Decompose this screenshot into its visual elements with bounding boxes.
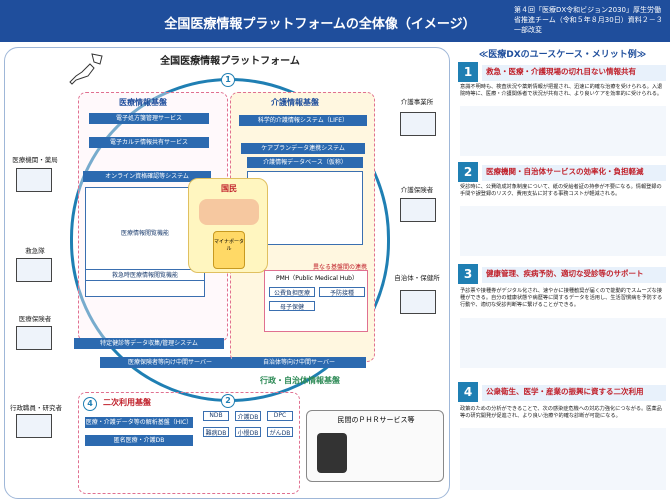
header-bar: 全国医療情報プラットフォームの全体像（イメージ） 第４回「医療DX令和ビジョン2…: [0, 0, 670, 42]
usecase-3-header: 3 健康管理、疾病予防、適切な受診等のサポート: [458, 264, 666, 284]
life-box: 科学的介護情報システム（LIFE）: [239, 115, 367, 126]
checkup-system-box: 特定健診等データ収集/管理システム: [74, 338, 224, 349]
right-label-care-office: 介護事業所: [400, 98, 434, 106]
anonymous-db-box: 匿名医療・介護DB: [85, 435, 193, 446]
usecase-4-title: 公衆衛生、医学・産業の振興に資する二次利用: [482, 385, 666, 401]
usecase-3-title: 健康管理、疾病予防、適切な受診等のサポート: [482, 267, 666, 283]
left-label-insurer: 医療保険者: [18, 315, 52, 323]
db-tag-kaigo: 介護DB: [235, 411, 261, 421]
db-tag-nanbyo: 難病DB: [203, 427, 229, 437]
platform-title: 全国医療情報プラットフォーム: [160, 56, 300, 67]
right-label-municipality: 自治体・保健所: [394, 274, 440, 282]
citizens-label: 国民: [221, 184, 237, 193]
platform-frame: [4, 47, 450, 499]
hic-box: 医療・介護データ等の解析基盤（HIC）: [85, 417, 193, 428]
left-label-research: 行政職員・研究者: [10, 404, 62, 412]
usecase-1-number: 1: [458, 62, 478, 82]
marker-1: 1: [221, 73, 235, 87]
researcher-icon: [16, 414, 52, 438]
online-qualification-box: オンライン資格確認等システム: [83, 171, 211, 182]
insurer-server-box: 医療保険者等向け中間サーバー: [100, 357, 240, 368]
ambulance-icon: [16, 258, 52, 282]
smartphone-icon: [317, 433, 347, 473]
emergency-view-box: 救急時医療情報閲覧機能: [85, 269, 205, 281]
marker-2: 2: [221, 394, 235, 408]
usecase-2-number: 2: [458, 162, 478, 182]
japan-map-icon: [69, 53, 103, 85]
care-office-icon: [400, 112, 436, 136]
mynaportal-icon: マイナポータル: [213, 231, 245, 269]
usecase-2-illustration: [460, 206, 666, 256]
careplan-box: ケアプランデータ連携システム: [241, 143, 365, 154]
secondary-use-block: 4 二次利用基盤 医療・介護データ等の解析基盤（HIC） 匿名医療・介護DB N…: [78, 392, 300, 494]
right-label-care-insurer: 介護保険者: [400, 186, 434, 194]
db-tag-gan: がんDB: [267, 427, 293, 437]
usecase-2-title: 医療機関・自治体サービスの効率化・負担軽減: [482, 165, 666, 181]
info-view-label: 医療情報閲覧機能: [120, 230, 169, 237]
pmh-item-2: 予防接種: [319, 287, 365, 297]
db-tag-dpc: DPC: [267, 411, 293, 421]
eprescription-box: 電子処方箋管理サービス: [89, 113, 209, 124]
usecase-1-header: 1 救急・医療・介護現場の切れ目ない情報共有: [458, 62, 666, 82]
pmh-label: PMH（Public Medical Hub）: [276, 275, 358, 282]
phr-service-label: 民間のＰＨＲサービス等: [337, 416, 415, 424]
ekarte-box: 電子カルテ情報共有サービス: [89, 137, 209, 148]
care-db-box: 介護情報データベース（仮称）: [247, 157, 363, 168]
usecase-3-illustration: [460, 318, 666, 368]
phr-service-box: 民間のＰＨＲサービス等: [306, 410, 444, 482]
secondary-section-title: 二次利用基盤: [103, 398, 151, 407]
medical-section-title: 医療情報基盤: [119, 98, 167, 107]
page-title: 全国医療情報プラットフォームの全体像（イメージ）: [164, 17, 476, 32]
usecase-1-illustration: [460, 106, 666, 156]
pmh-box: PMH（Public Medical Hub） 公費負担医療 予防接種 母子保健: [264, 270, 368, 332]
admin-section-title: 行政・自治体情報基盤: [260, 376, 340, 385]
usecase-1-text: 意識不明時も、検査状況や薬剤情報が把握され、迅速に的確な治療を受けられる。入退院…: [460, 84, 663, 97]
usecase-4-text: 政策のための分析ができることで、次の感染症危機への対応力強化につながる。医薬品等…: [460, 406, 662, 419]
pmh-item-1: 公費負担医療: [269, 287, 315, 297]
source-note: 第４回「医療DX令和ビジョン2030」厚生労働省推進チーム（令和５年８月30日）…: [514, 6, 663, 34]
db-tag-shoman: 小慢DB: [235, 427, 261, 437]
care-section-title: 介護情報基盤: [271, 98, 319, 107]
usecase-3-text: 予診票や接種券がデジタル化され、速やかに接種勧奨が届くので能動的でスムーズな接種…: [460, 288, 663, 308]
left-label-hospital: 医療機関・薬局: [12, 156, 58, 164]
marker-4: 4: [83, 397, 97, 411]
people-icon: [199, 199, 259, 225]
usecase-4-header: 4 公衆衛生、医学・産業の振興に資する二次利用: [458, 382, 666, 402]
hospital-icon: [16, 168, 52, 192]
admin-server-box: 自治体等向け中間サーバー: [232, 357, 366, 368]
left-label-ems: 救急隊: [25, 247, 45, 255]
db-tag-ndb: NDB: [203, 411, 229, 421]
usecase-2-header: 2 医療機関・自治体サービスの効率化・負担軽減: [458, 162, 666, 182]
citizens-box: 国民 マイナポータル: [188, 178, 268, 273]
care-insurer-icon: [400, 198, 436, 222]
pmh-item-3: 母子保健: [269, 301, 315, 311]
usecase-4-illustration: [460, 428, 666, 490]
usecase-2-text: 受診時に、公費助成対象制度について、紙の受給者証の持参が不要になる。情報登録の手…: [460, 184, 662, 197]
usecase-1-title: 救急・医療・介護現場の切れ目ない情報共有: [482, 65, 666, 81]
insurer-icon: [16, 326, 52, 350]
municipality-icon: [400, 290, 436, 314]
link-label: 異なる基盤間の連携: [312, 264, 367, 271]
usecase-4-number: 4: [458, 382, 478, 402]
usecase-panel-title: ≪医療DXのユースケース・メリット例≫: [478, 50, 647, 60]
usecase-3-number: 3: [458, 264, 478, 284]
